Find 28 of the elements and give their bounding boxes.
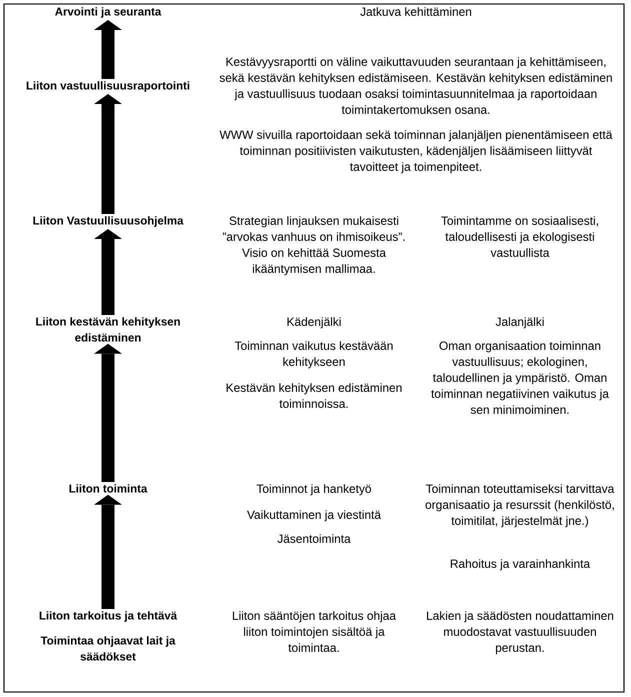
row-heading: Liiton kestävän kehityksen edistäminen <box>36 317 180 342</box>
block-arrow <box>94 494 122 609</box>
description: Oman organisaation toiminnan vastuullisuus; ekologinen, taloudellinen ja ympäristö. Oman toiminnan negatiivinen vaikutus ja sen minimoiminen. <box>431 341 609 414</box>
description: WWW sivuilla raportoidaan sekä toiminnan jalanjäljen pienentämiseen että toiminnan positiivisten vaikutusten, kädenjäljen lisäämiseen liittyvät tavoitteet ja toimenpiteet. <box>220 130 612 174</box>
column-heading: Kädenjälki <box>288 317 341 328</box>
description: Jäsentoiminta <box>277 534 351 543</box>
row-heading: Liiton tarkoitus ja tehtävä Toimintaa ohjaavat lait ja säädökset <box>40 611 178 661</box>
description: Liiton sääntöjen tarkoitus ohjaa liiton toimintojen sisältöä ja toimintaa. <box>232 611 396 652</box>
block-arrow <box>94 94 122 214</box>
description: Toiminnot ja hanketyö <box>256 484 372 496</box>
description: Toiminnan vaikutus kestävään kehitykseen <box>234 341 393 368</box>
row-heading: Liiton toiminta <box>70 484 148 493</box>
description: Strategian linjauksen mukaisesti ”arvokas vanhuus on ihmisoikeus”. Visio on kehittää Suomesta ikääntymisen mallimaa. <box>222 216 404 276</box>
description: Kestävän kehityksen edistäminen toiminnoissa. <box>226 383 402 408</box>
block-arrow <box>94 20 122 79</box>
description: Rahoitus ja varainhankinta <box>450 559 590 570</box>
row-heading: Liiton vastuullisuusraportointi <box>26 81 190 92</box>
block-arrow <box>94 344 122 482</box>
description: Jatkuva kehittäminen <box>360 7 472 16</box>
description: Toimintamme on sosiaalisesti, taloudellisesti ja ekologisesti vastuullista <box>441 216 598 257</box>
block-arrow <box>94 229 122 315</box>
description: Toiminnan toteuttamiseksi tarvittava organisaatio ja resurssit (henkilöstö, toimitilat, järjestelmät jne.) <box>426 484 614 528</box>
description: Lakien ja säädösten noudattaminen muodostavat vastuullisuuden perustan. <box>427 611 614 654</box>
column-heading: Jalanjälki <box>496 317 544 328</box>
description: Kestävyysraportti on väline vaikuttavuuden seurantaan ja kehittämiseen, sekä kestävän kehityksen edistämiseen. Kestävän kehityksen edistäminen ja vastuullisuus tuodaan osaksi toimintasuunnitelmaa ja raportoidaan toimintakertomuksen osana. <box>220 57 612 114</box>
description: Vaikuttaminen ja viestintä <box>247 510 381 522</box>
row-heading: Arvointi ja seuranta <box>55 7 162 18</box>
row-heading: Liiton Vastuullisuusohjelma <box>33 216 184 227</box>
